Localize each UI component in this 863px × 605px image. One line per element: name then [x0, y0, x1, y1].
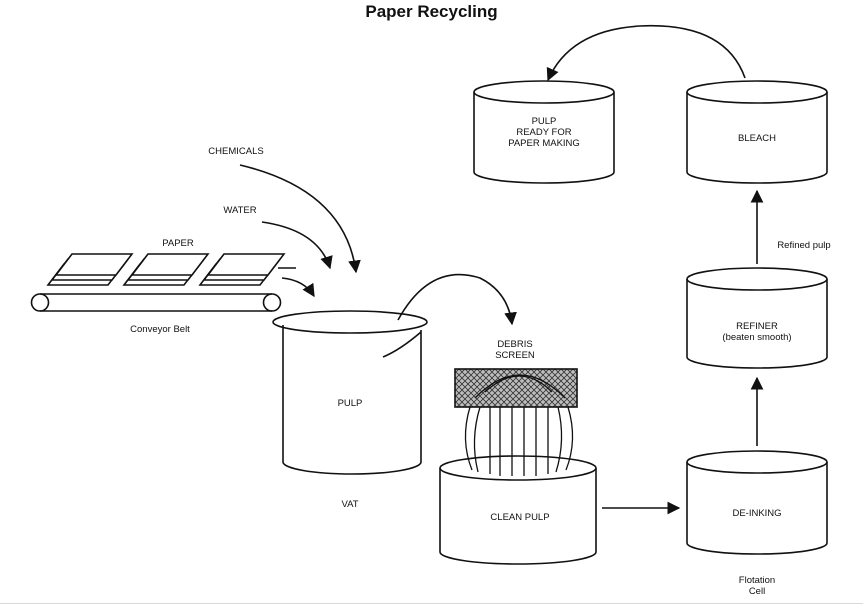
bottom-rule [0, 603, 863, 604]
conveyor-belt [30, 293, 282, 312]
final-pulp-label: PULP READY FOR PAPER MAKING [508, 116, 580, 149]
final-pulp-tank [473, 80, 615, 184]
diagram-title: Paper Recycling [365, 2, 498, 21]
bleach-to-final-arrow [546, 24, 746, 82]
paper-stack-3 [198, 253, 286, 286]
paper-label: PAPER [162, 238, 194, 249]
paper-stack-1 [46, 253, 134, 286]
refiner-tank [686, 267, 828, 369]
refined-pulp-label: Refined pulp [777, 240, 831, 251]
conveyor-belt-label: Conveyor Belt [130, 324, 190, 335]
vat-label: VAT [341, 499, 359, 510]
refiner-label: REFINER (beaten smooth) [722, 321, 792, 343]
vat-to-screen-arrow [397, 273, 517, 326]
vat-content-label: PULP [337, 398, 363, 409]
water-arrow [261, 221, 333, 270]
bleach-label: BLEACH [737, 133, 776, 144]
bleach-tank [686, 80, 828, 184]
chemicals-label: CHEMICALS [208, 146, 264, 157]
clean-pulp-label: CLEAN PULP [490, 512, 550, 523]
vat-beaker [272, 310, 428, 475]
clean-pulp-tank [439, 455, 597, 565]
flotation-cell-label: Flotation Cell [738, 575, 776, 597]
deinking-tank [686, 450, 828, 555]
screen-drip-lines [464, 374, 574, 476]
debris-screen-label: DEBRIS SCREEN [495, 339, 535, 361]
chemicals-arrow [239, 164, 361, 274]
water-label: WATER [223, 205, 257, 216]
paper-to-vat-arrow [281, 277, 315, 298]
paper-stack-2 [122, 253, 210, 286]
deinking-label: DE-INKING [732, 508, 782, 519]
